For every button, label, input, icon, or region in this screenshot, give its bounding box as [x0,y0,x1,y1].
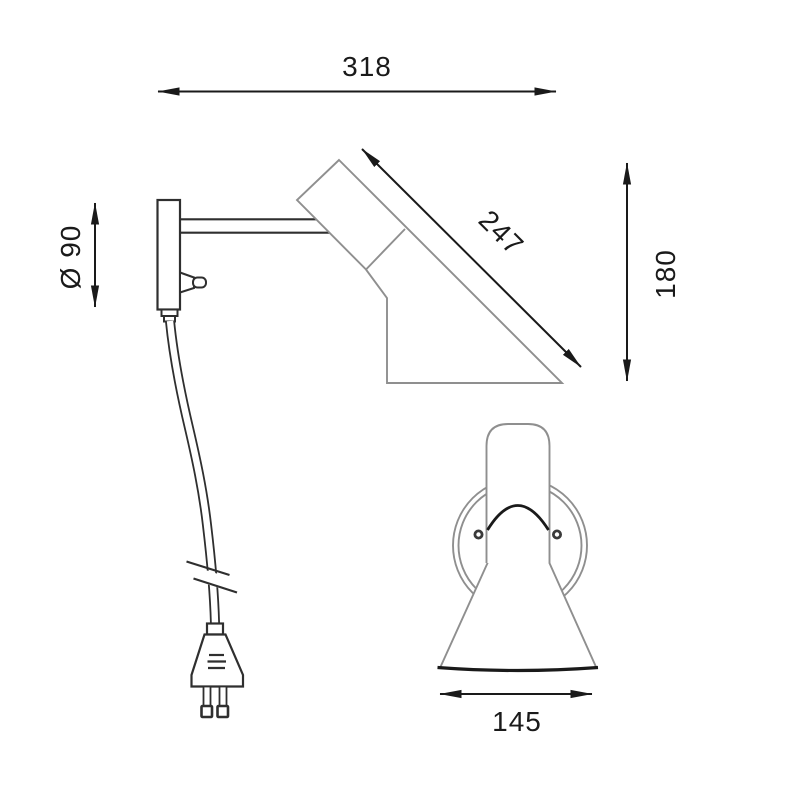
cone-top-rim [486,504,550,531]
cone-front [439,561,598,669]
front-view [437,423,599,673]
plug-pin-tip-right [216,704,230,719]
cone-bottom-rim [437,665,599,673]
plug [190,622,245,719]
plug-pin-right [218,685,228,708]
plug-pin-left [202,685,212,708]
dim-label-shade-opening: 145 [492,706,542,737]
dimension-lines [90,87,632,699]
cord-break-icon [186,560,238,594]
plug-grill-icon [207,653,226,670]
plug-pin-tip-left [200,704,214,719]
wall-plate-side [156,198,182,311]
dim-label-overall-height: 180 [650,249,681,299]
plug-collar [205,622,225,636]
cord-grommet [160,308,179,323]
screw-right-icon [552,529,563,540]
dim-label-plate-diameter: Ø 90 [55,224,86,290]
cylinder-front [485,423,551,563]
screw-left-icon [473,529,484,540]
lamp-arm [180,218,330,234]
dim-arrow-shade-length [361,148,582,368]
power-cord [165,320,220,624]
shade-side [295,158,565,384]
dim-label-overall-width: 318 [342,51,392,82]
switch [179,271,207,294]
